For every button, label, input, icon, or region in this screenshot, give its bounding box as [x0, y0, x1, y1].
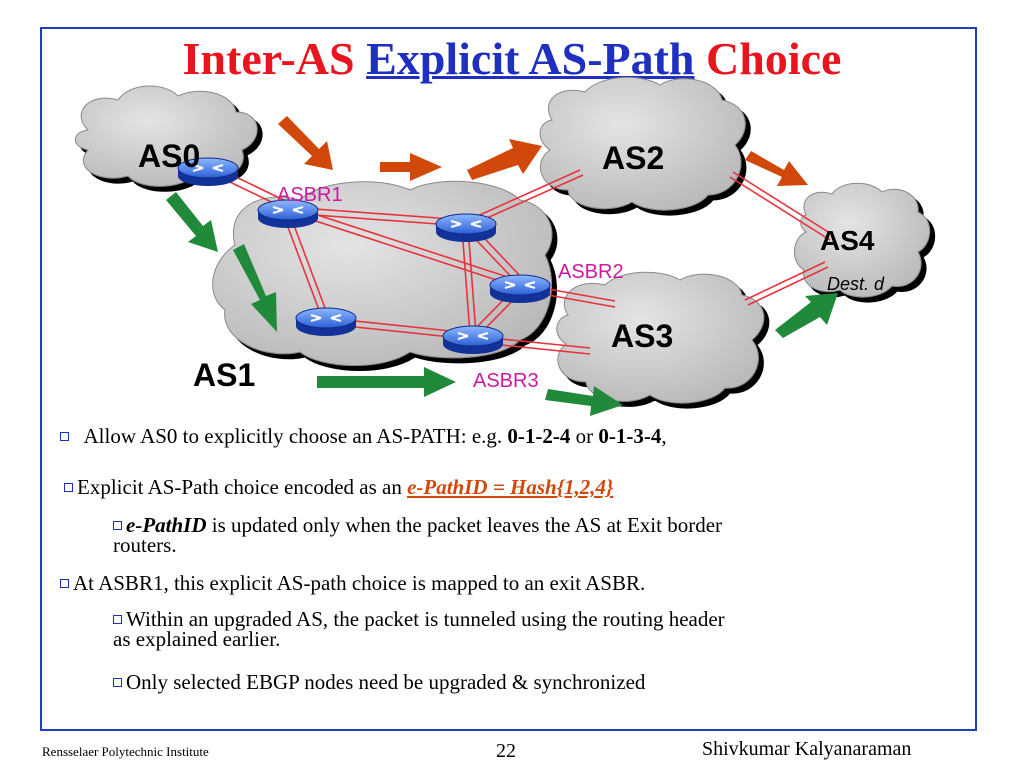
label-asbr1: ASBR1	[277, 184, 343, 206]
cloud-as2	[539, 76, 746, 211]
link-as3-as4	[744, 261, 829, 306]
router-asbr3	[442, 325, 504, 355]
cloud-as4	[794, 182, 931, 298]
bullet-square-icon	[113, 615, 122, 624]
footer-author: Shivkumar Kalyanaraman	[702, 738, 912, 760]
label-asbr2: ASBR2	[558, 261, 624, 283]
bullet-2: Explicit AS-Path choice encoded as an e-…	[64, 476, 613, 498]
label-as3: AS3	[611, 318, 673, 354]
bullet-5-continuation: as explained earlier.	[113, 627, 281, 651]
bullet-3: e-PathID is updated only when the packet…	[113, 514, 722, 536]
green-arrow-3	[317, 367, 456, 397]
green-arrows	[166, 192, 838, 416]
green-arrow-5	[775, 293, 838, 338]
router-as1-internal-top	[435, 213, 497, 243]
slide-frame	[40, 27, 977, 731]
label-destination: Dest. d	[827, 274, 885, 294]
router-as1-internal-left	[295, 307, 357, 337]
orange-arrow-2	[380, 153, 442, 181]
bullet-square-icon	[60, 579, 69, 588]
title-part-choice: Choice	[706, 33, 842, 84]
link-asbr1-r4	[282, 211, 329, 319]
bullet-square-icon	[113, 521, 122, 530]
title-part-inter-as: Inter-AS	[182, 33, 355, 84]
network-diagram: AS0 AS1 AS2 AS3 AS4 ASBR1 ASBR2 ASBR3 De…	[74, 76, 931, 416]
bullet-square-icon	[113, 678, 122, 687]
label-as1: AS1	[193, 357, 255, 393]
bullet-4: At ASBR1, this explicit AS-path choice i…	[60, 572, 645, 594]
bullet-square-icon	[64, 483, 73, 492]
router-asbr2	[489, 274, 551, 304]
bullet-6: Only selected EBGP nodes need be upgrade…	[113, 671, 645, 693]
orange-arrow-4	[745, 151, 808, 186]
bullet-1: Allow AS0 to explicitly choose an AS-PAT…	[60, 425, 667, 447]
footer-institute: Rensselaer Polytechnic Institute	[42, 744, 209, 759]
green-arrow-1	[166, 192, 218, 252]
orange-arrow-1	[278, 116, 333, 170]
label-as0: AS0	[138, 138, 200, 174]
epath-hash: e-PathID = Hash{1,2,4}	[407, 475, 614, 499]
bullet-5: Within an upgraded AS, the packet is tun…	[113, 608, 725, 630]
slide-title: Inter-AS Explicit AS-Path Choice	[0, 32, 1024, 85]
link-asbr1-asbr2	[287, 205, 521, 288]
label-as4: AS4	[820, 225, 875, 256]
green-arrow-4	[545, 386, 623, 416]
label-asbr3: ASBR3	[473, 370, 539, 392]
bullet-3-continuation: routers.	[113, 533, 177, 557]
bullet-square-icon	[60, 432, 69, 441]
link-as2-as4	[729, 171, 834, 241]
orange-arrow-3	[467, 139, 542, 180]
title-part-explicit-as-path: Explicit AS-Path	[366, 33, 695, 84]
footer-page-number: 22	[496, 740, 516, 762]
orange-arrows	[278, 116, 808, 186]
link-r2-asbr3	[461, 227, 477, 335]
green-arrow-2	[233, 244, 277, 332]
label-as2: AS2	[602, 140, 664, 176]
cloud-as3	[556, 271, 765, 404]
